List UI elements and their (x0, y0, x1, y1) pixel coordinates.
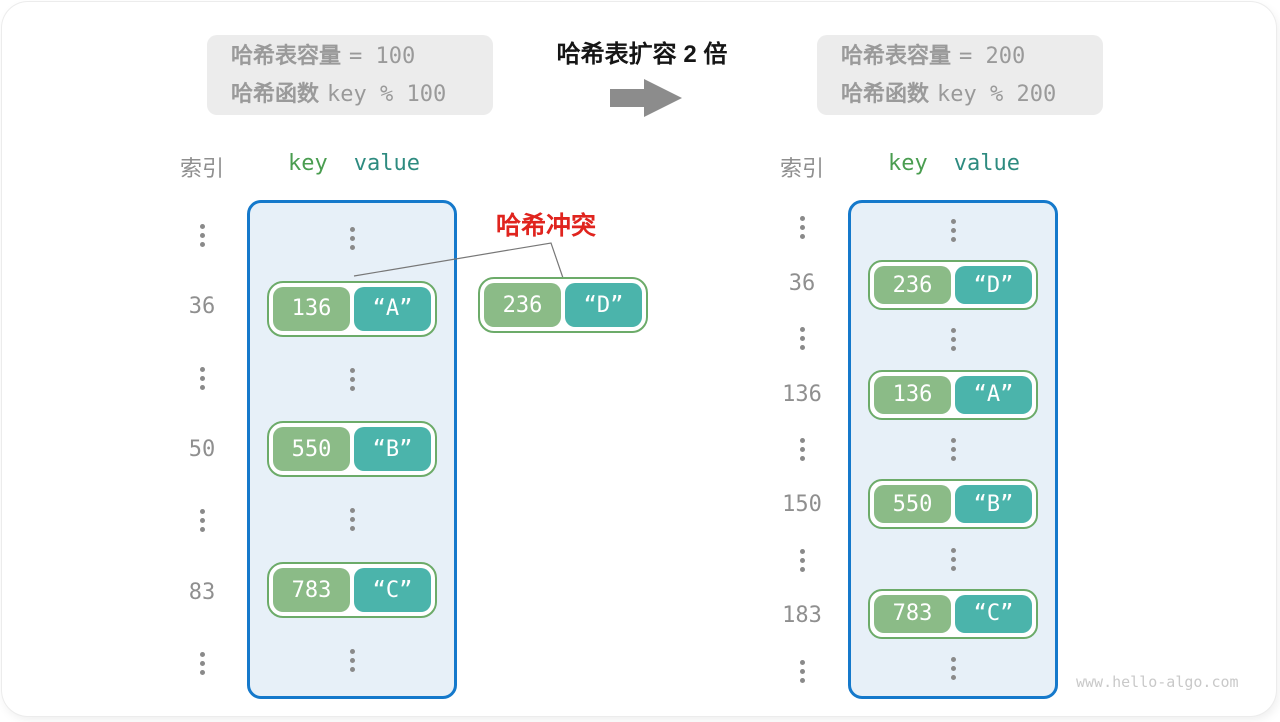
kv-pair: 136“A” (267, 280, 437, 337)
key-box: 550 (874, 485, 951, 524)
bucket-array-left: 136“A” 550“B” 783“C” (247, 200, 457, 699)
ellipsis-icon (199, 650, 205, 677)
ellipsis-icon (799, 436, 805, 463)
key-box: 136 (874, 375, 951, 414)
ellipsis-icon (950, 217, 956, 244)
ellipsis-icon (349, 225, 355, 252)
ellipsis-icon (199, 222, 205, 249)
expand-title: 哈希表扩容 2 倍 (556, 41, 728, 68)
bucket-cell (851, 532, 1055, 587)
bucket-cell (851, 422, 1055, 477)
kv-header-left: key value (288, 151, 420, 176)
kv-pair: 136“A” (868, 369, 1038, 420)
bucket-cell (851, 313, 1055, 368)
ellipsis-icon (950, 655, 956, 682)
capacity-line: 哈希表容量= 100 (231, 43, 416, 69)
ellipsis-icon (950, 546, 956, 573)
index-cell: 150 (782, 492, 822, 518)
value-box: “D” (955, 266, 1032, 305)
key-box: 136 (273, 286, 350, 331)
ellipsis-icon (950, 436, 956, 463)
index-cell (772, 533, 832, 588)
ellipsis-icon (199, 507, 205, 534)
bucket-cell (250, 485, 454, 555)
index-cell: 183 (782, 603, 822, 629)
value-box: “A” (354, 286, 431, 331)
index-column-left: 36 50 83 (172, 200, 232, 699)
index-cell (772, 311, 832, 366)
bucket-cell (851, 641, 1055, 696)
key-box: 783 (874, 594, 951, 633)
kv-pair: 783“C” (267, 562, 437, 619)
value-box: “B” (955, 485, 1032, 524)
bucket-array-right: 236“D” 136“A” 550“B” 783“C” (848, 200, 1058, 699)
ellipsis-icon (799, 325, 805, 352)
index-cell (772, 644, 832, 699)
index-cell: 36 (188, 294, 216, 320)
bucket-cell (250, 344, 454, 414)
index-cell: 83 (188, 579, 216, 605)
collision-pair: 236 “D” (478, 277, 648, 333)
kv-header-right: key value (888, 151, 1020, 176)
value-box: “D” (565, 283, 642, 327)
expand-arrow-icon (610, 79, 682, 117)
bucket-cell: 236“D” (851, 258, 1055, 313)
bucket-cell: 550“B” (851, 477, 1055, 532)
ellipsis-icon (799, 658, 805, 685)
ellipsis-icon (950, 326, 956, 353)
value-header: value (953, 151, 1020, 176)
collision-label: 哈希冲突 (496, 212, 597, 240)
index-header-left: 索引 (179, 156, 224, 181)
bucket-cell: 136“A” (250, 273, 454, 343)
index-cell (172, 628, 232, 699)
value-box: “C” (354, 568, 431, 613)
ellipsis-icon (799, 214, 805, 241)
key-header: key (288, 151, 328, 176)
index-cell (772, 200, 832, 255)
bucket-cell: 783“C” (250, 555, 454, 625)
value-box: “C” (955, 594, 1032, 633)
value-header: value (353, 151, 420, 176)
kv-pair: 550“B” (267, 421, 437, 478)
ellipsis-icon (799, 547, 805, 574)
ellipsis-icon (199, 365, 205, 392)
key-box: 236 (874, 266, 951, 305)
index-header-right: 索引 (779, 156, 824, 181)
watermark: www.hello-algo.com (1076, 673, 1239, 691)
bucket-cell (851, 203, 1055, 258)
index-cell: 136 (782, 381, 822, 407)
ellipsis-icon (349, 506, 355, 533)
ellipsis-icon (349, 647, 355, 674)
ellipsis-icon (349, 366, 355, 393)
bucket-cell: 136“A” (851, 367, 1055, 422)
bucket-cell: 783“C” (851, 586, 1055, 641)
kv-pair: 783“C” (868, 588, 1038, 639)
index-column-right: 36 136 150 183 (772, 200, 832, 699)
index-cell (172, 485, 232, 556)
capacity-line: 哈希表容量= 200 (841, 43, 1026, 69)
value-box: “B” (354, 427, 431, 472)
kv-pair: 236“D” (868, 260, 1038, 311)
key-box: 236 (484, 283, 561, 327)
index-cell (172, 200, 232, 271)
bucket-cell (250, 203, 454, 273)
index-cell (172, 343, 232, 414)
bucket-cell: 550“B” (250, 414, 454, 484)
key-box: 550 (273, 427, 350, 472)
bucket-cell (250, 626, 454, 696)
index-cell (772, 422, 832, 477)
key-header: key (888, 151, 928, 176)
index-cell: 36 (788, 270, 816, 296)
value-box: “A” (955, 375, 1032, 414)
key-box: 783 (273, 568, 350, 613)
kv-pair: 550“B” (868, 479, 1038, 530)
index-cell: 50 (188, 436, 216, 462)
